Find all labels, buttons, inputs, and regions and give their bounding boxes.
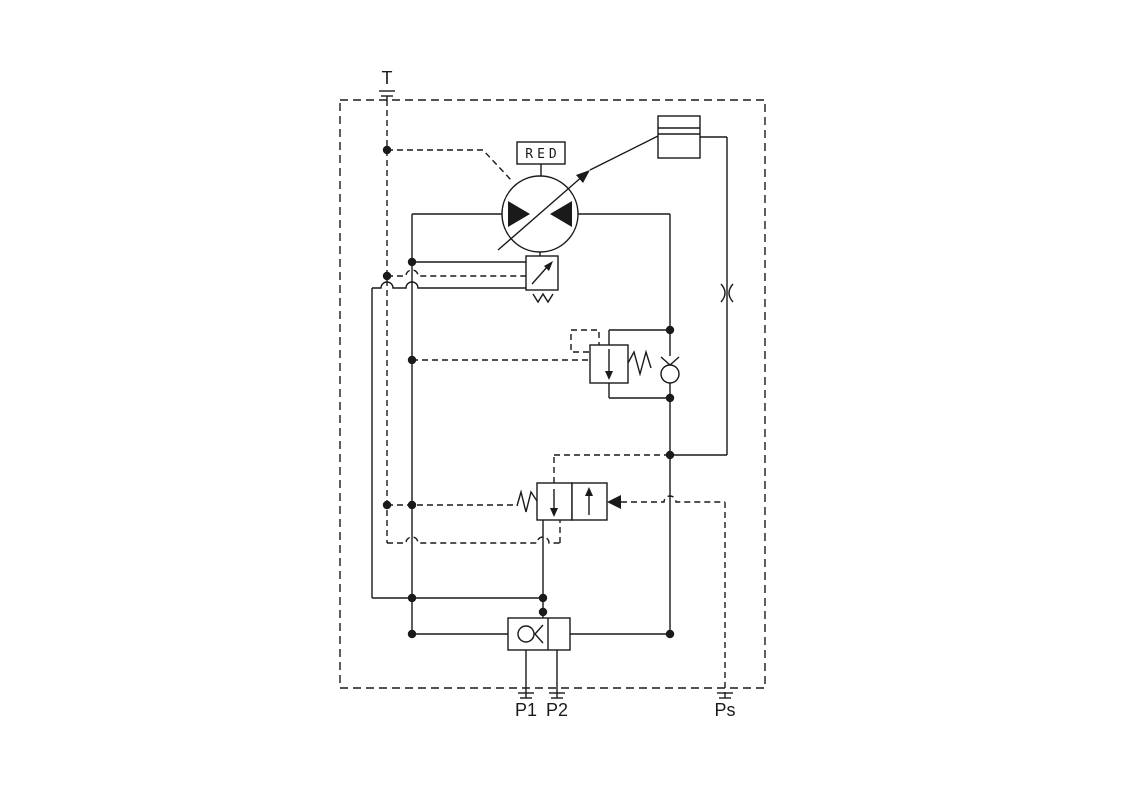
stroking-cylinder: [657, 115, 701, 159]
pump-variable-arrowhead-icon: [576, 170, 590, 183]
junction-dot: [665, 629, 675, 639]
junction-dots: [382, 145, 675, 639]
junction-dot: [665, 450, 675, 460]
directional-valve-pilot-icon: [607, 495, 621, 509]
orifice-arc-right: [728, 283, 734, 303]
orifice-arc-left: [720, 283, 726, 303]
shuttle-valve-body: [507, 617, 571, 651]
pilot-valve-bottom: [387, 520, 561, 544]
pilot-ps-line: [621, 495, 726, 698]
junction-dot: [382, 271, 392, 281]
junction-dot: [382, 145, 392, 155]
pump-variable-arrow: [497, 174, 585, 251]
junction-dot: [538, 607, 548, 617]
directional-valve-spring-icon: [516, 489, 538, 513]
junction-dot: [407, 593, 417, 603]
directional-valve-arrowhead-up-icon: [585, 487, 593, 496]
port-ps: Ps: [714, 692, 736, 720]
directional-valve-arrowhead-down-icon: [550, 508, 558, 517]
tank-port-label: T: [382, 68, 393, 88]
port-ps-label: Ps: [714, 700, 735, 720]
junction-dot: [538, 593, 548, 603]
junction-dot: [665, 393, 675, 403]
relief-arrowhead-icon: [605, 371, 613, 380]
pipe-relief-bottom: [608, 383, 670, 399]
relief-valve: [570, 329, 652, 384]
check-valve-seat: [660, 356, 680, 366]
orifice: [720, 283, 734, 303]
port-p2: P2: [546, 692, 568, 720]
compensator-arrow: [531, 265, 549, 285]
junction-dot: [665, 325, 675, 335]
compensator-arrowhead-icon: [544, 261, 553, 271]
pipe-relief-top: [608, 329, 670, 345]
port-p1: P1: [515, 692, 537, 720]
tank-port: T: [379, 68, 395, 100]
pilot-case-drain: [387, 149, 513, 182]
pressure-compensator: [525, 255, 559, 304]
pilot-lines: [386, 100, 726, 698]
port-p2-label: P2: [546, 700, 568, 720]
relief-spring-icon: [627, 349, 652, 377]
check-valve: [660, 356, 680, 384]
pipe-cylinder-drop: [700, 136, 728, 455]
pipe-compensator-lower-left: [372, 281, 526, 289]
pilot-valve-top: [553, 454, 670, 483]
junction-dot: [407, 500, 417, 510]
enclosure-boundary: [339, 99, 766, 689]
junction-dot: [407, 257, 417, 267]
pump-tag-label: RED: [525, 147, 560, 162]
shuttle-valve-seat: [534, 624, 544, 644]
compensator-spring-icon: [532, 292, 554, 304]
shuttle-valve: [507, 617, 571, 651]
pilot-compensator: [387, 269, 526, 277]
cylinder-body: [657, 115, 701, 159]
main-pipe-lines: [371, 136, 728, 698]
junction-dot: [382, 500, 392, 510]
junction-dot: [407, 629, 417, 639]
pump-triangle-left-icon: [508, 201, 530, 227]
port-p1-label: P1: [515, 700, 537, 720]
pump-control-rod: [589, 135, 659, 171]
check-valve-ball-icon: [660, 364, 680, 384]
shuttle-valve-ball-icon: [517, 625, 535, 643]
directional-valve: [516, 482, 621, 521]
variable-displacement-pump: RED: [497, 135, 659, 253]
junction-dot: [407, 355, 417, 365]
pump-triangle-right-icon: [550, 201, 572, 227]
relief-pilot-box: [570, 329, 600, 353]
cylinder-piston: [658, 127, 700, 135]
